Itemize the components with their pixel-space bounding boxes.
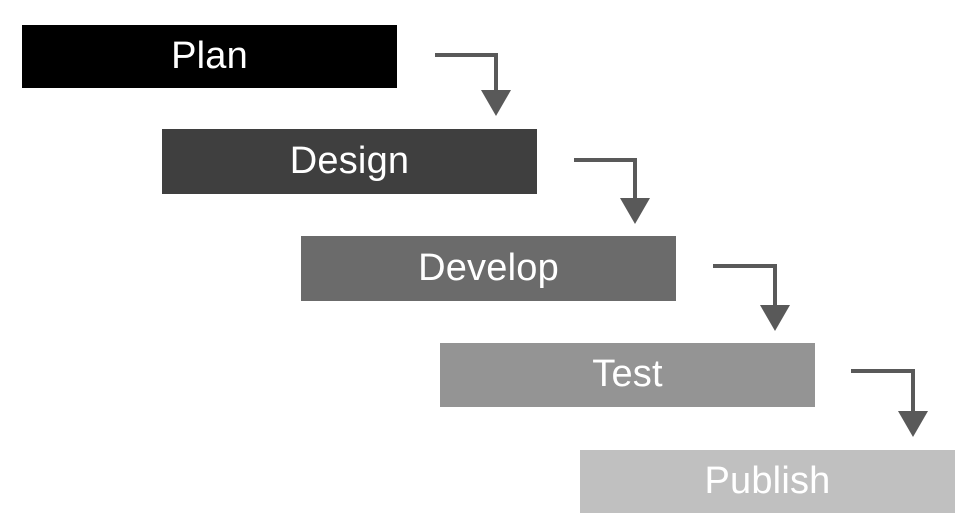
stage-label-test: Test [592, 353, 663, 395]
connector-line [713, 264, 777, 306]
arrowhead-icon [481, 90, 511, 116]
arrowhead-icon [620, 198, 650, 224]
stage-label-plan: Plan [171, 34, 248, 77]
stage-bar-plan[interactable]: Plan [22, 25, 397, 88]
arrow-test-to-publish [851, 369, 928, 437]
stage-label-design: Design [289, 139, 410, 182]
arrow-develop-to-test [713, 264, 790, 331]
connector-line [574, 158, 637, 199]
stage-bar-test[interactable]: Test [440, 343, 815, 407]
arrowhead-icon [898, 411, 928, 437]
stage-label-publish: Publish [704, 459, 831, 502]
arrow-plan-to-design [435, 53, 511, 116]
arrow-design-to-develop [574, 158, 650, 224]
stage-bar-design[interactable]: Design [162, 129, 537, 194]
connector-line [435, 53, 498, 91]
connector-line [851, 369, 915, 412]
stage-bar-publish[interactable]: Publish [580, 450, 955, 513]
stage-label-develop: Develop [418, 246, 559, 289]
arrowhead-icon [760, 305, 790, 331]
stage-bar-develop[interactable]: Develop [301, 236, 676, 301]
